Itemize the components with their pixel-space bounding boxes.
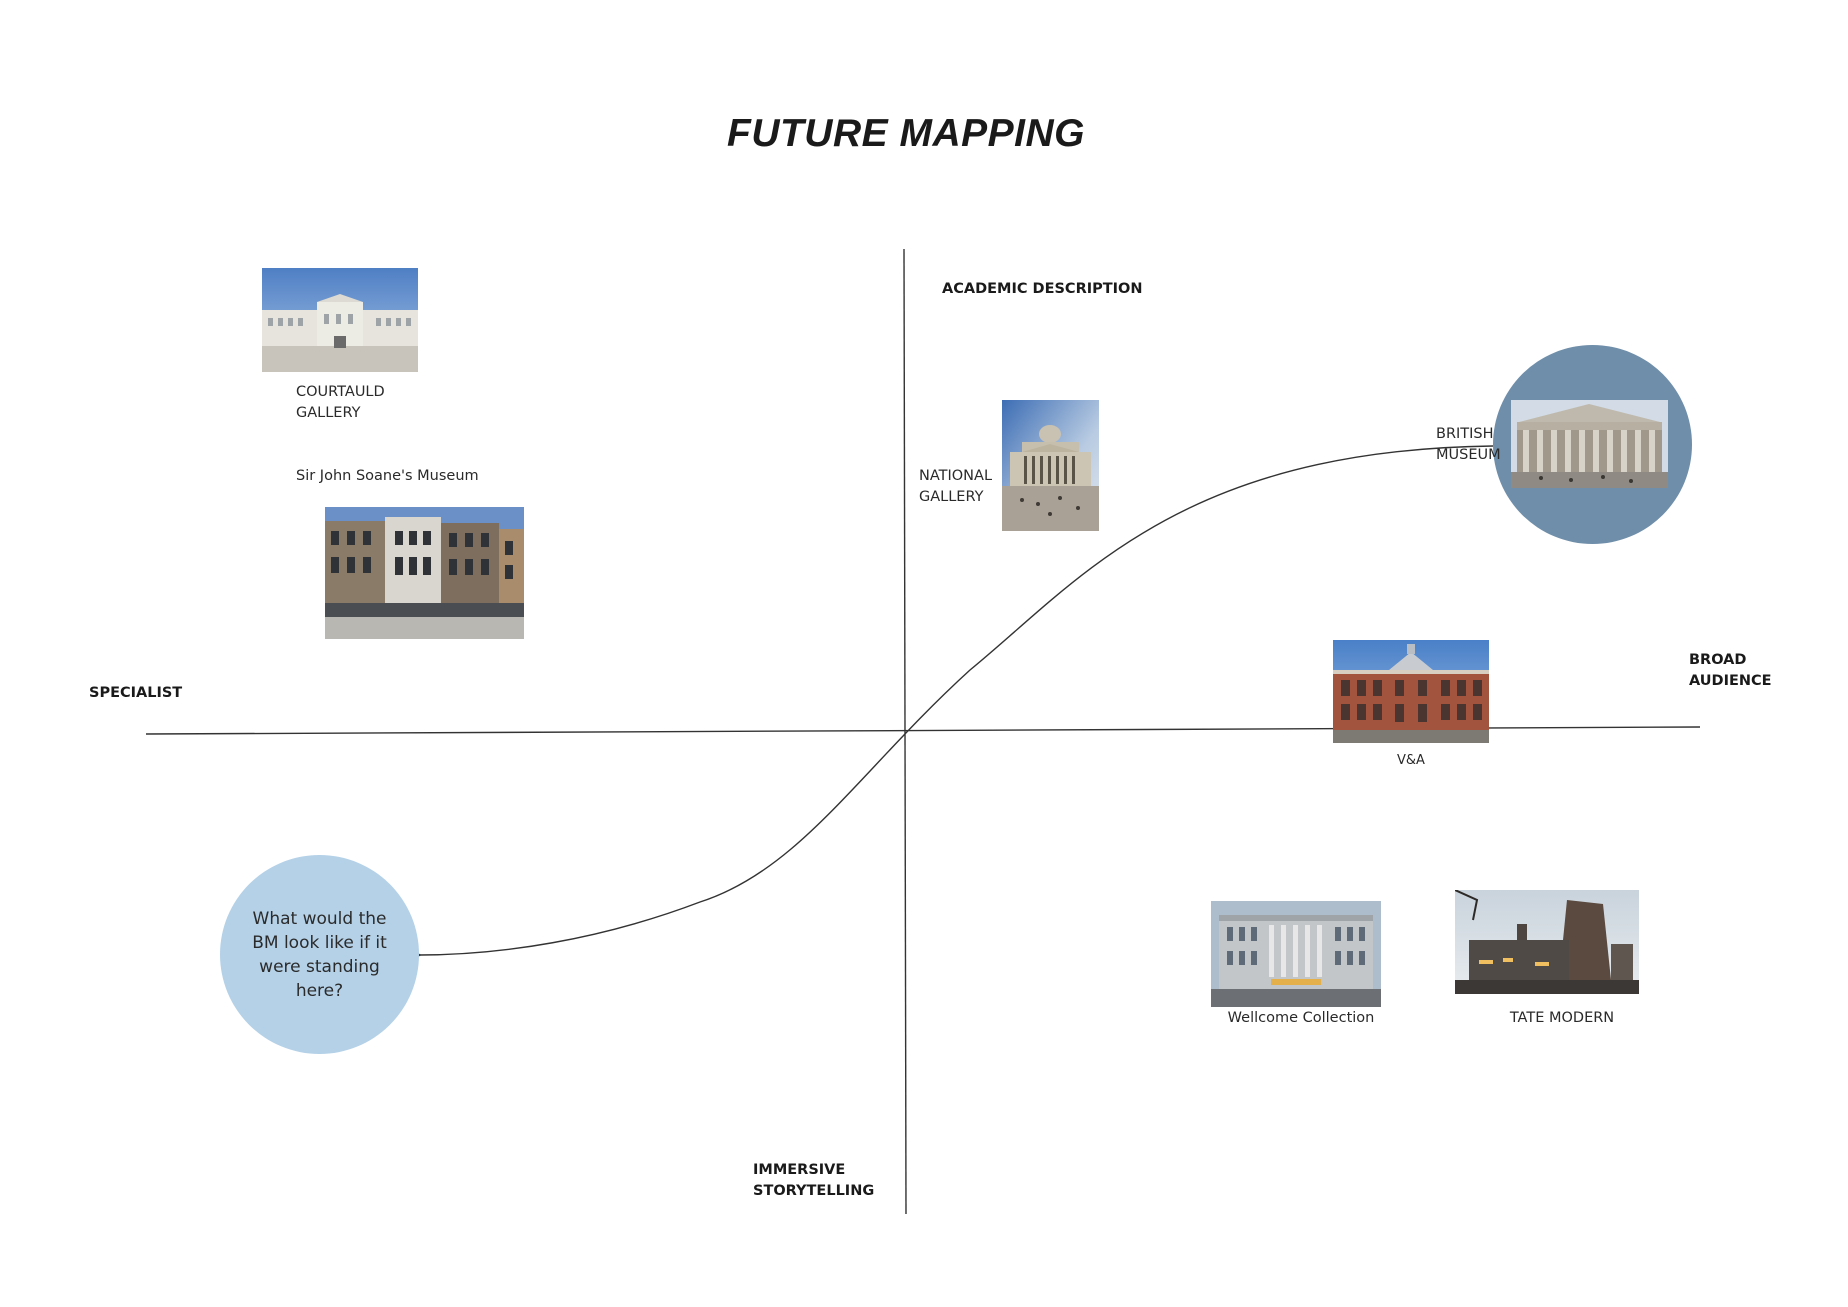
vertical-axis	[904, 249, 906, 1214]
axis-label-bottom-line1: IMMERSIVE	[753, 1160, 874, 1181]
wellcome-collection-label: Wellcome Collection	[1216, 1008, 1386, 1029]
axis-label-right-line1: BROAD	[1689, 650, 1772, 671]
courtauld-label-line2: GALLERY	[296, 403, 385, 424]
tate-modern-photo	[1455, 890, 1639, 994]
axis-label-right-line2: AUDIENCE	[1689, 671, 1772, 692]
national-label-line2: GALLERY	[919, 487, 992, 508]
british-label-line2: MUSEUM	[1436, 445, 1501, 466]
british-museum-photo	[1511, 400, 1668, 488]
question-circle: What would the BM look like if it were s…	[220, 855, 419, 1054]
courtauld-label-line1: COURTAULD	[296, 382, 385, 403]
va-museum-photo	[1333, 640, 1489, 743]
soane-museum-label: Sir John Soane's Museum	[296, 466, 479, 487]
axis-label-top: ACADEMIC DESCRIPTION	[942, 279, 1143, 300]
courtauld-gallery-photo	[262, 268, 418, 372]
british-label-line1: BRITISH	[1436, 424, 1501, 445]
national-gallery-photo	[1002, 400, 1099, 531]
national-gallery-label: NATIONAL GALLERY	[919, 466, 992, 508]
courtauld-gallery-label: COURTAULD GALLERY	[296, 382, 385, 424]
axis-label-bottom: IMMERSIVE STORYTELLING	[753, 1160, 874, 1202]
axis-label-bottom-line2: STORYTELLING	[753, 1181, 874, 1202]
question-text: What would the BM look like if it were s…	[245, 907, 395, 1003]
british-museum-label: BRITISH MUSEUM	[1436, 424, 1501, 466]
va-label: V&A	[1381, 750, 1441, 771]
axis-label-right: BROAD AUDIENCE	[1689, 650, 1772, 692]
axis-label-left: SPECIALIST	[89, 683, 182, 704]
soane-museum-photo	[325, 507, 524, 639]
tate-modern-label: TATE MODERN	[1477, 1008, 1647, 1029]
national-label-line1: NATIONAL	[919, 466, 992, 487]
page-title: FUTURE MAPPING	[727, 112, 1085, 156]
wellcome-collection-photo	[1211, 901, 1381, 1007]
